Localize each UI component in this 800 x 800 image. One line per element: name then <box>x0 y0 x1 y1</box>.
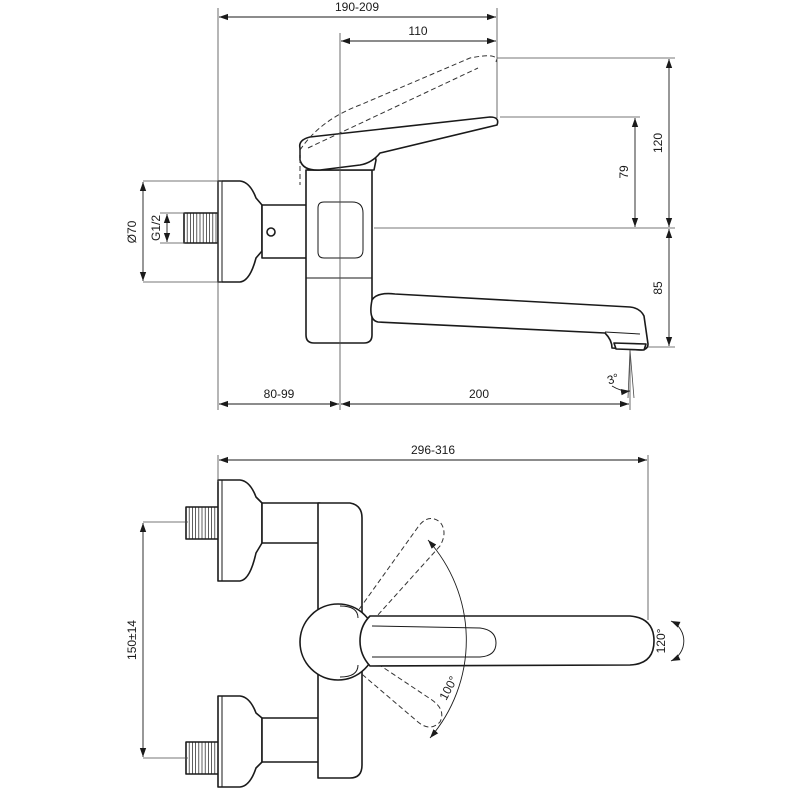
side-lever-raised-ghost <box>299 55 497 185</box>
side-mixer-body <box>305 169 373 344</box>
label-total-height: 120 <box>651 133 665 153</box>
top-view <box>185 479 685 788</box>
label-bottom-width: 296-316 <box>411 443 455 457</box>
label-spout-tilt: 3° <box>605 371 620 388</box>
side-aerator <box>613 342 647 351</box>
side-spout <box>370 292 649 351</box>
label-spout-reach: 200 <box>469 387 489 401</box>
side-dimension-labels: 190-209 110 120 79 85 Ø70 G1/2 80-99 200… <box>125 0 665 401</box>
side-lever-handle <box>298 116 499 171</box>
top-arc-lever-rotation <box>427 539 467 739</box>
top-lever-handle <box>359 615 655 667</box>
label-spout-height: 85 <box>651 281 665 295</box>
top-inlet-upper <box>185 479 321 582</box>
dim-arc-spout-tilt <box>611 385 631 396</box>
label-top-width: 190-209 <box>335 0 379 14</box>
side-extension-lines <box>143 8 675 410</box>
top-inlet-lower <box>185 695 321 788</box>
top-dimension-lines <box>139 455 649 759</box>
side-dimension-lines <box>139 13 673 408</box>
side-wall-flange <box>217 180 263 283</box>
label-inlet-spacing: 150±14 <box>125 620 139 660</box>
top-lever-ghost-lower <box>349 659 443 728</box>
label-lever-reach: 110 <box>408 24 427 38</box>
top-lever-ghost-upper <box>349 517 445 627</box>
side-view <box>183 55 649 351</box>
label-wall-offset: 80-99 <box>264 387 295 401</box>
side-set-screw <box>266 227 276 237</box>
label-spout-swivel: 120° <box>654 628 668 653</box>
label-lever-height: 79 <box>617 165 631 179</box>
label-lever-rotation: 100° <box>436 674 460 703</box>
top-arc-spout-swivel <box>670 620 685 662</box>
side-inlet-thread <box>183 212 219 244</box>
label-flange-diameter: Ø70 <box>125 220 139 243</box>
label-thread-size: G1/2 <box>149 215 163 241</box>
